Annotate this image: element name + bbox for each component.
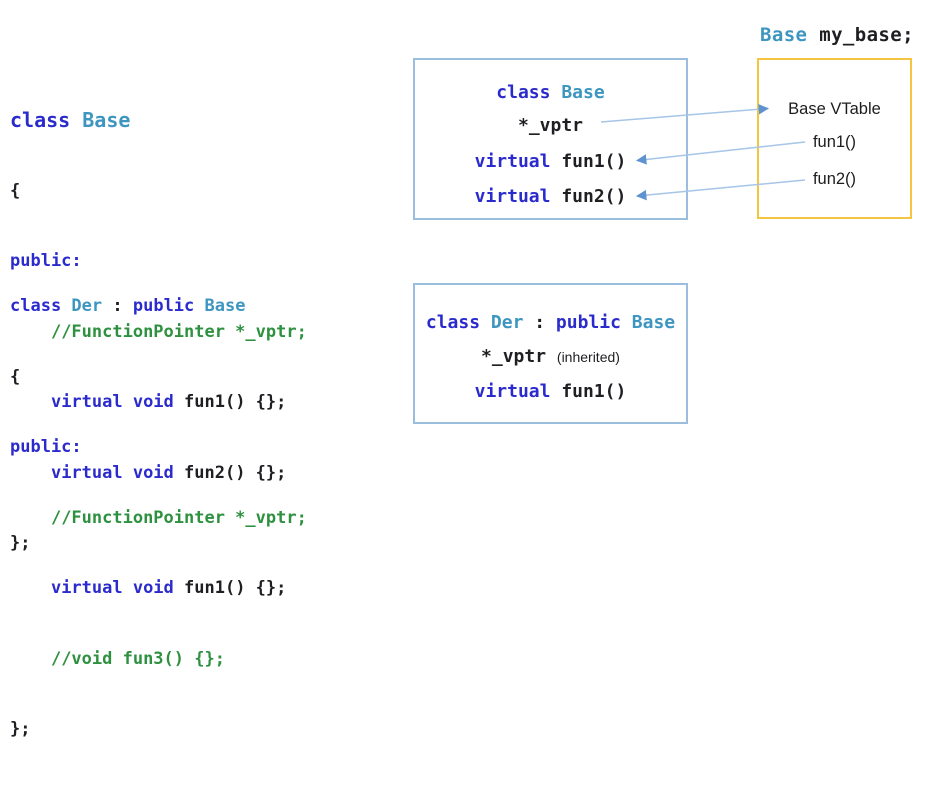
vtable-box: Base VTable fun1() fun2() — [757, 58, 912, 219]
code-block-der: class Der : public Base { public: //Func… — [10, 248, 307, 789]
code-line: public: — [10, 251, 82, 271]
base-class-box: class Base *_vptr virtual fun1() virtual… — [413, 58, 688, 220]
code-line: //void fun3() {}; — [50, 648, 225, 669]
slide-canvas: class Base { public: //FunctionPointer *… — [10, 24, 914, 739]
vtable-entry-fun1: fun1() — [812, 133, 857, 151]
code-line: }; — [10, 719, 31, 739]
der-box-vptr: *_vptr (inherited) — [481, 346, 620, 367]
base-box-vptr: *_vptr — [517, 115, 584, 136]
der-box-title: class Der : public Base — [425, 312, 676, 333]
code-line: { — [10, 180, 21, 201]
code-line: class Der : public Base — [10, 296, 246, 316]
vtable-entry-fun2: fun2() — [812, 170, 857, 188]
code-line: public: — [10, 437, 82, 457]
der-box-fun1: virtual fun1() — [474, 381, 627, 402]
vtable-title: Base VTable — [788, 100, 881, 118]
my-base-declaration: Base my_base; — [760, 24, 914, 46]
code-line: virtual void fun1() {}; — [50, 578, 287, 598]
code-line: //FunctionPointer *_vptr; — [50, 321, 307, 342]
base-box-fun1: virtual fun1() — [474, 151, 627, 172]
der-class-box: class Der : public Base *_vptr (inherite… — [413, 283, 688, 424]
base-box-fun2: virtual fun2() — [474, 186, 627, 207]
code-line: class Base — [10, 108, 131, 132]
code-line: //FunctionPointer *_vptr; — [50, 507, 307, 528]
code-line: { — [10, 366, 21, 387]
code-line: virtual void fun1() {}; — [50, 392, 287, 412]
base-box-title: class Base — [496, 82, 605, 103]
